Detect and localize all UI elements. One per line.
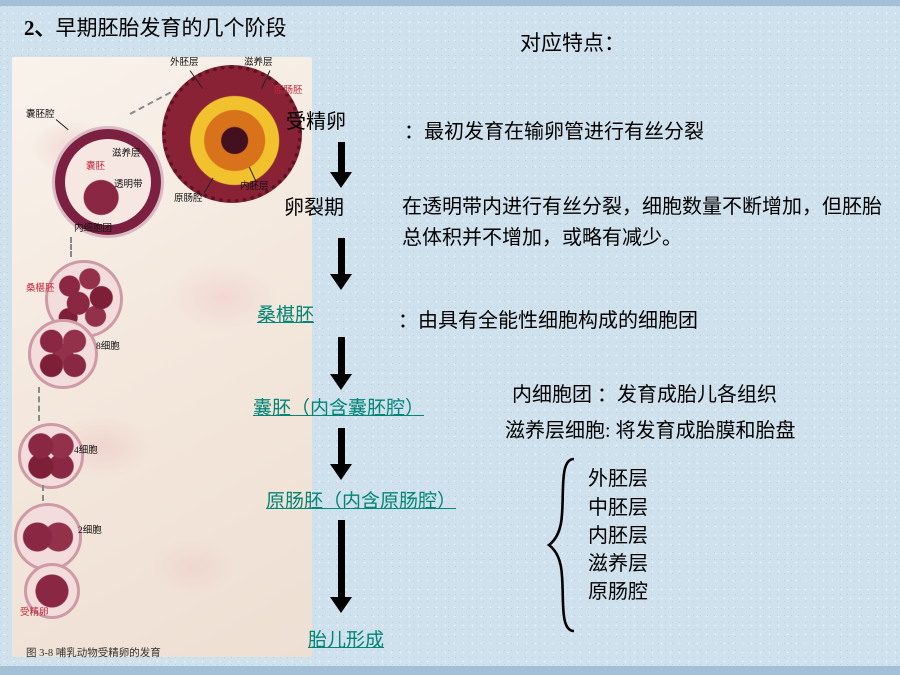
down-arrow <box>330 142 352 188</box>
two-cell-diagram <box>14 503 82 571</box>
figure-label-trophoblast-top: 滋养层 <box>244 58 273 68</box>
embryo-development-figure: 外胚层 滋养层 原肠胚 原肠腔 内胚层 囊胚腔 滋养层 囊胚 透明带 内细胞团 … <box>12 57 312 659</box>
zygote-diagram <box>24 563 80 619</box>
figure-label-four-cell: 4细胞 <box>74 446 98 456</box>
title-text: 早期胚胎发育的几个阶段 <box>55 16 287 40</box>
blastocyst-diagram <box>55 129 161 235</box>
figure-label-gastrula: 原肠胚 <box>274 86 303 96</box>
dashed-connector <box>38 387 40 421</box>
figure-label-ectoderm: 外胚层 <box>170 58 199 68</box>
figure-label-two-cell: 2细胞 <box>78 526 102 536</box>
stage-cleavage: 卵裂期 <box>284 197 344 219</box>
curly-brace <box>546 457 575 633</box>
down-arrow <box>330 428 352 480</box>
down-arrow <box>330 520 352 613</box>
pointer-line <box>55 119 69 131</box>
title-number: 2、 <box>24 16 56 40</box>
page-title: 2、早期胚胎发育的几个阶段 <box>24 15 287 41</box>
figure-label-zygote: 受精卵 <box>20 608 49 618</box>
figure-label-endoderm: 内胚层 <box>240 182 269 192</box>
gastrula-part-trophoblast: 滋养层 <box>588 553 648 575</box>
desc-trophoblast-cells: 滋养层细胞: 将发育成胎膜和胎盘 <box>505 420 796 442</box>
gastrula-part-archenteron: 原肠腔 <box>588 581 648 603</box>
figure-label-blastocoel: 囊胚腔 <box>26 110 55 120</box>
down-arrow <box>330 337 352 390</box>
stage-gastrula-link[interactable]: 原肠胚（内含原肠腔） <box>266 491 457 512</box>
down-arrow <box>330 238 352 290</box>
figure-label-blastocyst: 囊胚 <box>86 162 106 172</box>
features-header: 对应特点： <box>520 31 625 55</box>
gastrula-part-endoderm: 内胚层 <box>588 525 648 547</box>
gastrula-part-ectoderm: 外胚层 <box>588 468 648 490</box>
dashed-connector <box>70 237 72 257</box>
stage-blastocyst-link[interactable]: 囊胚（内含囊胚腔） <box>253 398 425 419</box>
gastrula-part-mesoderm: 中胚层 <box>588 497 648 519</box>
stage-zygote: 受精卵 <box>286 111 346 133</box>
figure-label-inner-cell-mass: 内细胞团 <box>74 224 113 234</box>
figure-label-morula: 桑椹胚 <box>26 284 55 294</box>
four-cell-diagram <box>18 423 84 489</box>
stage-morula-link[interactable]: 桑椹胚 <box>257 305 315 326</box>
slide-bottom-border <box>0 666 900 675</box>
figure-label-eight-cell: 8细胞 <box>96 342 120 352</box>
desc-inner-cell-mass: 内细胞团 ：发育成胎儿各组织 <box>512 384 777 406</box>
eight-cell-diagram <box>28 319 98 389</box>
figure-label-trophoblast: 滋养层 <box>112 149 141 159</box>
desc-zygote: ：最初发育在输卵管进行有丝分裂 <box>404 121 704 143</box>
gastrula-diagram <box>162 65 302 203</box>
desc-cleavage: 在透明带内进行有丝分裂，细胞数量不断增加，但胚胎总体积并不增加，或略有减少。 <box>402 196 882 249</box>
figure-label-zona-pellucida: 透明带 <box>114 180 143 190</box>
desc-morula: ：由具有全能性细胞构成的细胞团 <box>398 310 698 332</box>
stage-fetus-link[interactable]: 胎儿形成 <box>308 630 385 651</box>
figure-label-archenteron: 原肠腔 <box>174 194 203 204</box>
slide-top-border <box>0 0 900 6</box>
dashed-connector <box>42 485 44 501</box>
figure-caption: 图 3-8 哺乳动物受精卵的发育 <box>26 648 161 659</box>
